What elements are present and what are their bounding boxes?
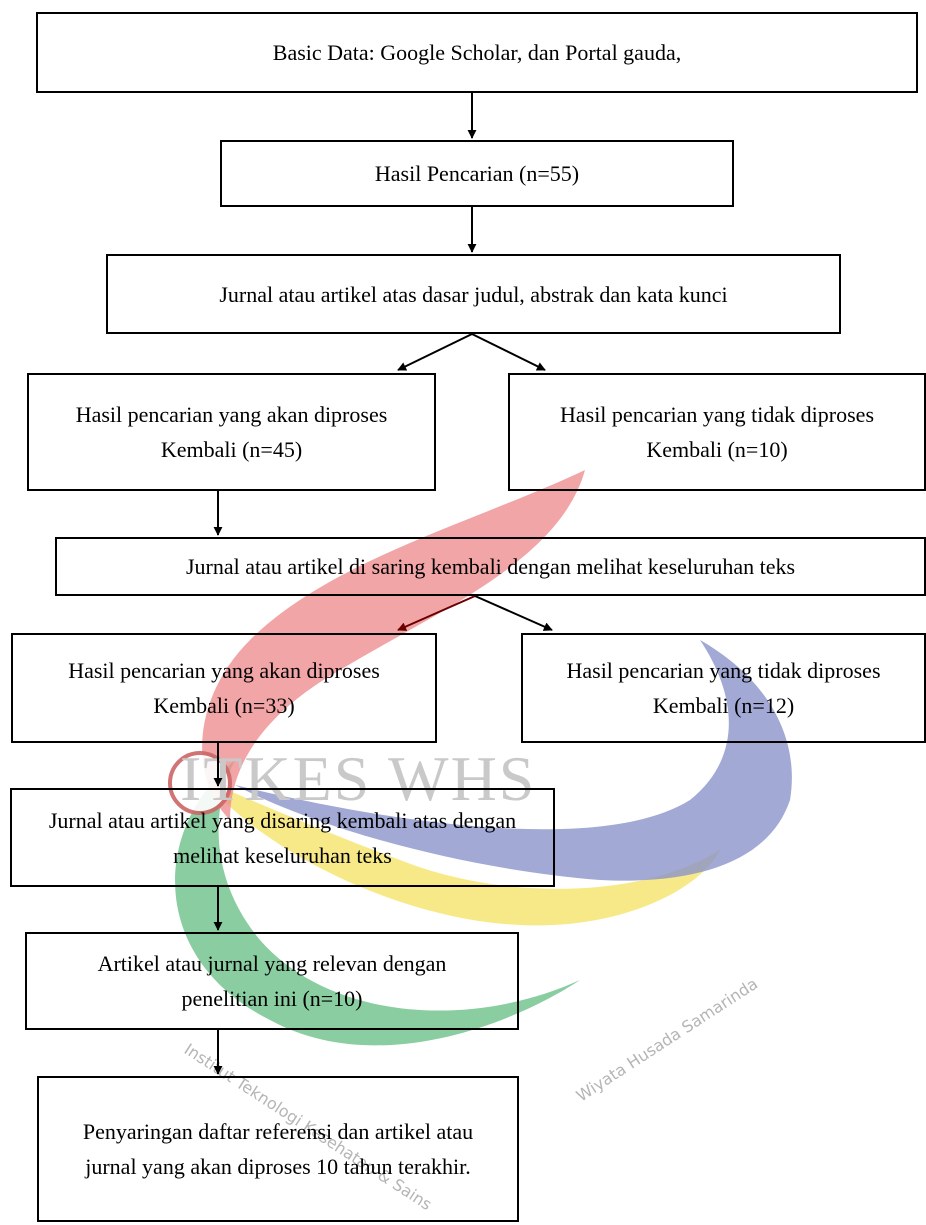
node-not-processed-2-text: Hasil pencarian yang tidak diproses Kemb… — [566, 658, 881, 718]
watermark-emblem — [168, 751, 232, 815]
watermark-red-swoosh — [202, 470, 585, 820]
node-screen-title-abstract-text: Jurnal atau artikel atas dasar judul, ab… — [219, 281, 728, 307]
node-search-results-text: Hasil Pencarian (n=55) — [374, 161, 580, 186]
node-search-results: Hasil Pencarian (n=55) — [220, 140, 734, 207]
watermark-green-swoosh — [175, 760, 580, 1046]
node-rescreen: Jurnal atau artikel yang disaring kembal… — [10, 788, 555, 887]
arrow-screen-to-not-processed-1 — [471, 333, 546, 371]
node-screen-title-abstract: Jurnal atau artikel atas dasar judul, ab… — [106, 254, 841, 334]
arrow-fulltext-to-not-processed-2 — [474, 595, 553, 631]
node-screen-fulltext-text: Jurnal atau artikel di saring kembali de… — [185, 554, 796, 579]
node-processed-1: Hasil pencarian yang akan diproses Kemba… — [27, 373, 436, 491]
node-processed-1-text: Hasil pencarian yang akan diproses Kemba… — [75, 402, 388, 462]
node-not-processed-2: Hasil pencarian yang tidak diproses Kemb… — [521, 633, 926, 743]
node-rescreen-text: Jurnal atau artikel yang disaring kembal… — [48, 807, 517, 868]
node-relevant-text: Artikel atau jurnal yang relevan dengan … — [97, 951, 447, 1011]
node-screen-fulltext: Jurnal atau artikel di saring kembali de… — [55, 537, 926, 596]
node-not-processed-1-text: Hasil pencarian yang tidak diproses Kemb… — [559, 402, 874, 462]
node-final-text: Penyaringan daftar referensi dan artikel… — [82, 1119, 474, 1179]
watermark-blue-swoosh — [235, 640, 792, 881]
node-processed-2: Hasil pencarian yang akan diproses Kemba… — [11, 633, 437, 743]
arrow-screen-to-processed-1 — [397, 333, 473, 371]
node-basic-data-text: Basic Data: Google Scholar, dan Portal g… — [272, 40, 682, 65]
node-relevant: Artikel atau jurnal yang relevan dengan … — [25, 932, 519, 1030]
watermark-yellow-swoosh — [205, 780, 720, 926]
node-processed-2-text: Hasil pencarian yang akan diproses Kemba… — [68, 658, 380, 718]
node-basic-data: Basic Data: Google Scholar, dan Portal g… — [36, 12, 918, 93]
node-not-processed-1: Hasil pencarian yang tidak diproses Kemb… — [508, 373, 926, 491]
arrow-fulltext-to-processed-2 — [397, 595, 476, 631]
watermark-text: ITKES WHS — [180, 743, 537, 814]
node-final: Penyaringan daftar referensi dan artikel… — [37, 1076, 519, 1222]
